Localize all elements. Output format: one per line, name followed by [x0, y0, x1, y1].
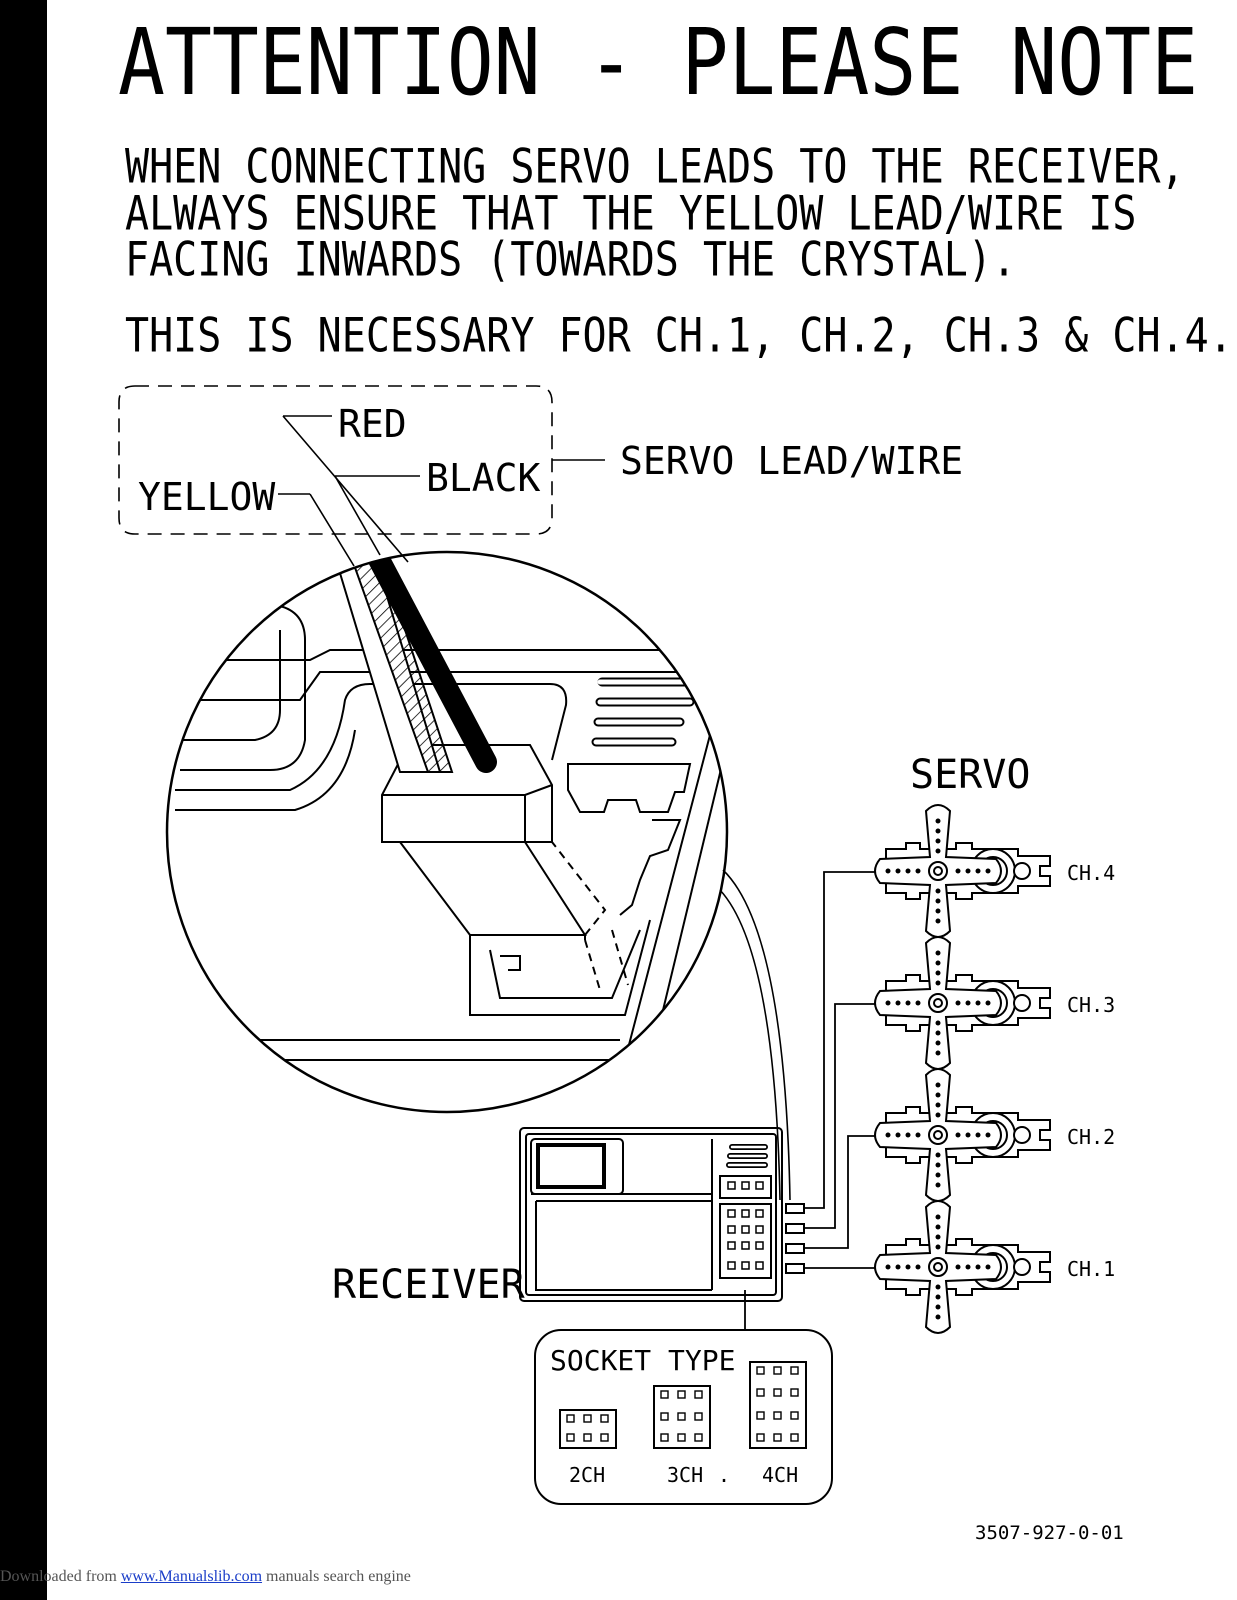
channel-label-ch2: CH.2: [1067, 1125, 1115, 1149]
instruction-line-1: WHEN CONNECTING SERVO LEADS TO THE RECEI…: [125, 140, 1185, 195]
yellow-wire-label: YELLOW: [138, 475, 275, 519]
instruction-line-2: ALWAYS ENSURE THAT THE YELLOW LEAD/WIRE …: [125, 187, 1137, 242]
socket-2ch-label: 2CH: [569, 1463, 605, 1487]
download-footer: Downloaded from www.Manualslib.com manua…: [0, 1568, 411, 1586]
black-margin-bar: [0, 0, 47, 1600]
red-wire-label: RED: [338, 402, 407, 446]
servo-wires: [744, 871, 886, 1330]
document-code: 3507-927-0-01: [975, 1522, 1124, 1544]
socket-4ch-label: 4CH: [762, 1463, 798, 1487]
page-title: ATTENTION - PLEASE NOTE: [118, 10, 1199, 117]
magnified-connector-view: [165, 550, 729, 1114]
servo-ch3: [874, 936, 1051, 1070]
black-wire-label: BLACK: [426, 456, 541, 500]
socket-type-title: SOCKET TYPE: [550, 1344, 735, 1377]
servo-lead-label: SERVO LEAD/WIRE: [620, 439, 963, 483]
servo-label: SERVO: [910, 752, 1030, 798]
servo-ch2: [874, 1068, 1051, 1202]
servo-ch4: [874, 804, 1051, 938]
socket-3ch-label: 3CH: [667, 1463, 703, 1487]
magnifier-leaders: [719, 869, 791, 1201]
instruction-line-3: FACING INWARDS (TOWARDS THE CRYSTAL).: [125, 233, 1017, 288]
manualslib-link[interactable]: www.Manualslib.com: [120, 1568, 263, 1585]
receiver-label: RECEIVER: [332, 1262, 526, 1308]
socket-separator: .: [718, 1463, 730, 1487]
servo-ch1: [874, 1200, 1051, 1334]
channel-note: THIS IS NECESSARY FOR CH.1, CH.2, CH.3 &…: [125, 309, 1233, 364]
channel-label-ch1: CH.1: [1067, 1257, 1115, 1281]
footer-prefix: Downloaded from: [0, 1568, 121, 1585]
socket-type-panel: [534, 1329, 833, 1505]
channel-label-ch4: CH.4: [1067, 861, 1115, 885]
channel-label-ch3: CH.3: [1067, 993, 1115, 1017]
footer-suffix: manuals search engine: [262, 1568, 411, 1585]
receiver-illustration: [519, 1127, 805, 1302]
lead-legend-box: [118, 385, 605, 567]
